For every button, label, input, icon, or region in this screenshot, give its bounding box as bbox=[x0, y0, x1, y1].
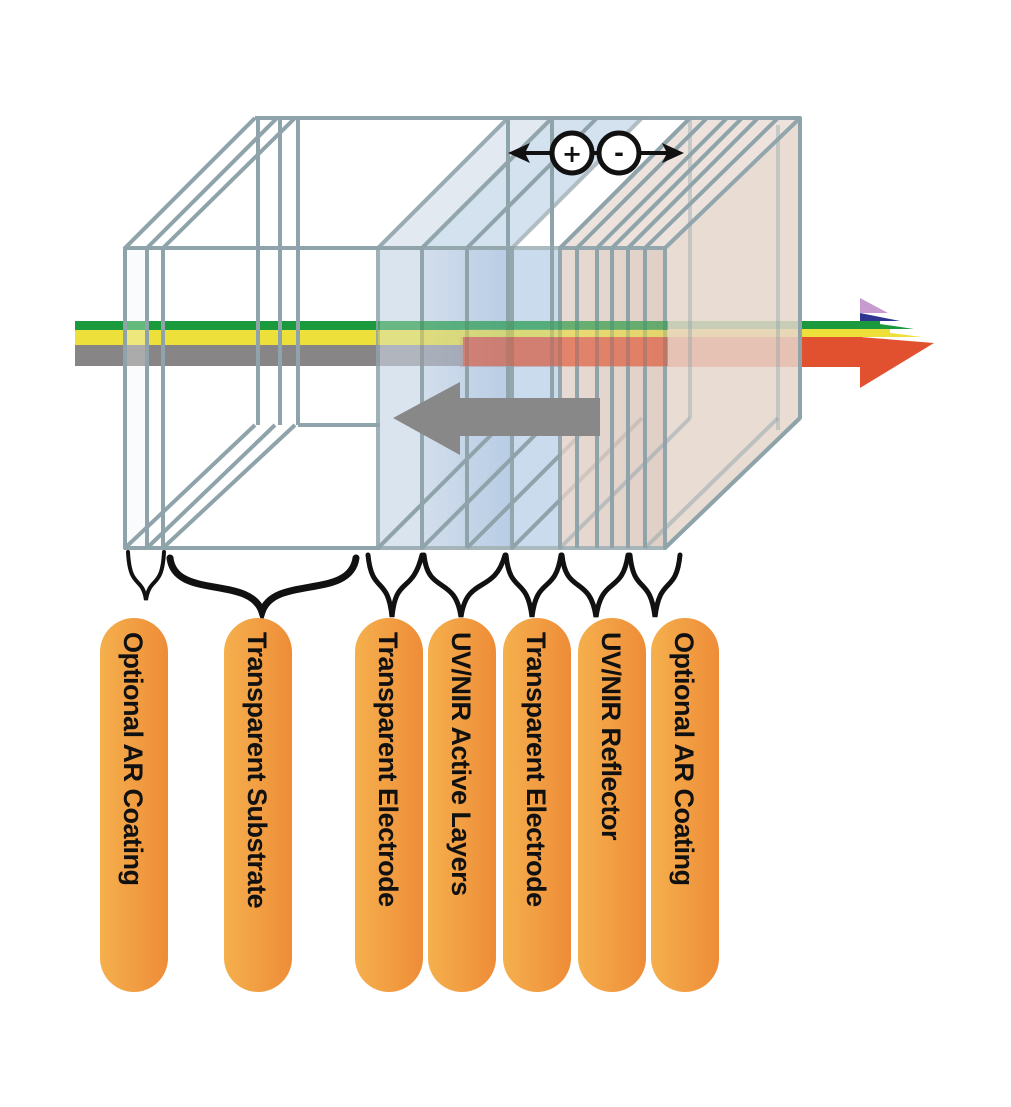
brace-active bbox=[421, 552, 508, 618]
label-text: Transparent Substrate bbox=[242, 632, 272, 909]
incident-beam bbox=[75, 321, 475, 366]
negative-symbol: - bbox=[614, 139, 624, 167]
label-pill-reflector: UV/NIR Reflector bbox=[578, 618, 646, 992]
negative-terminal-icon bbox=[596, 130, 642, 176]
brace-substrate bbox=[166, 554, 360, 624]
label-pill-active: UV/NIR Active Layers bbox=[428, 618, 496, 992]
brace-electrode-2 bbox=[503, 552, 564, 618]
positive-terminal-icon bbox=[549, 130, 595, 176]
braces bbox=[126, 550, 683, 624]
brace-reflector bbox=[559, 552, 631, 618]
label-text: Transparent Electrode bbox=[373, 632, 403, 907]
reflected-arrowhead bbox=[393, 382, 460, 455]
positive-symbol: + bbox=[562, 140, 582, 168]
brace-ar-front bbox=[126, 550, 166, 601]
pane-electrode-1-face bbox=[376, 246, 424, 550]
transmitted-arrowhead-red bbox=[860, 300, 934, 388]
charge-arrow-left-icon bbox=[508, 143, 530, 163]
label-text: Transparent Electrode bbox=[521, 632, 551, 907]
transmitted-arrowhead-yellow bbox=[860, 329, 922, 337]
label-text: Optional AR Coating bbox=[669, 632, 699, 885]
reflected-arrow bbox=[393, 382, 600, 455]
brace-electrode-1 bbox=[365, 552, 425, 618]
label-text: Optional AR Coating bbox=[118, 632, 148, 885]
brace-ar-back bbox=[627, 552, 683, 618]
beam-through-stack bbox=[378, 321, 668, 366]
charge-arrow-right-icon bbox=[662, 143, 684, 163]
label-text: UV/NIR Active Layers bbox=[446, 632, 476, 896]
label-text: UV/NIR Reflector bbox=[596, 632, 626, 841]
pane-ar-front bbox=[123, 246, 149, 550]
transmitted-arrowhead-purple bbox=[860, 298, 888, 313]
label-pill-electrode-1: Transparent Electrode bbox=[355, 618, 423, 992]
transmitted-arrowhead-green bbox=[860, 321, 914, 329]
charge-indicator: + - bbox=[508, 130, 684, 176]
reflector-panes bbox=[558, 116, 802, 550]
pane-substrate-front bbox=[145, 246, 165, 550]
incident-beam-yellow bbox=[75, 330, 475, 345]
label-pill-substrate: Transparent Substrate bbox=[224, 618, 292, 992]
label-pill-ar-front: Optional AR Coating bbox=[100, 618, 168, 992]
transmitted-arrowhead-navy bbox=[860, 313, 900, 321]
incident-beam-green bbox=[75, 321, 475, 330]
incident-beam-gray bbox=[75, 345, 465, 366]
label-pill-ar-back: Optional AR Coating bbox=[651, 618, 719, 992]
layer-labels: Optional AR Coating Transparent Substrat… bbox=[100, 618, 719, 992]
label-pill-electrode-2: Transparent Electrode bbox=[503, 618, 571, 992]
